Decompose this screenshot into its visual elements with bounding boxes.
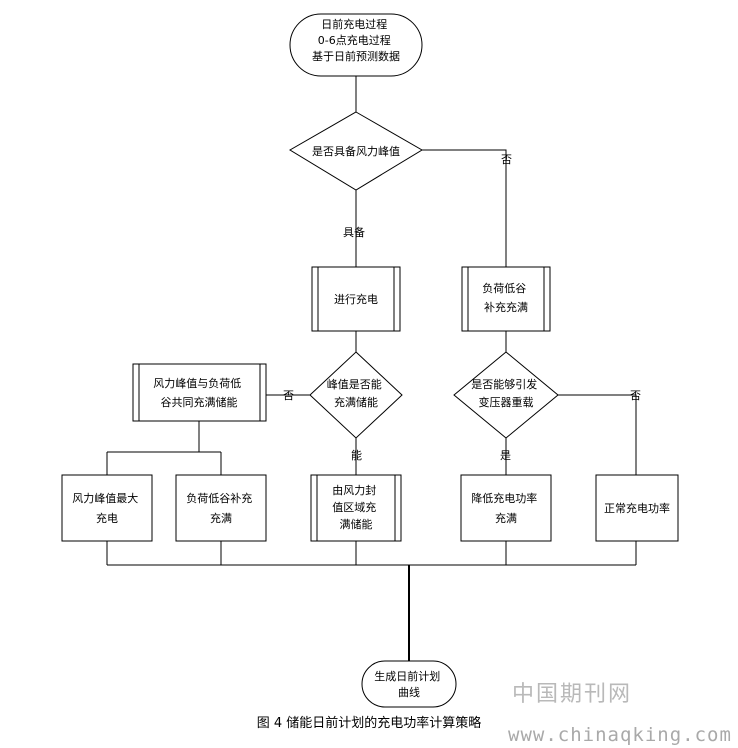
node-reduce xyxy=(460,474,552,542)
d1-label: 是否具备风力峰值 xyxy=(312,144,400,158)
reduce-label: 降低充电功率 充满 xyxy=(471,491,541,525)
figure-caption: 图 4 储能日前计划的充电功率计算策略 xyxy=(256,716,482,731)
edge-label-d1-yes: 具备 xyxy=(343,225,365,239)
valley-label: 负荷低谷 补充充满 xyxy=(482,281,530,314)
d3-label: 是否能够引发 变压器重载 xyxy=(471,377,541,409)
node-normal xyxy=(595,474,679,542)
edge-label-d2-yes: 能 xyxy=(351,448,362,462)
start-label: 日前充电过程 0-6点充电过程 基于日前预测数据 xyxy=(312,17,400,63)
node-combo xyxy=(132,363,267,422)
edge-label-d2-no: 否 xyxy=(283,389,294,402)
node-d1 xyxy=(289,111,423,191)
edge-d3-no xyxy=(558,394,637,475)
node-d2 xyxy=(309,351,403,439)
node-end xyxy=(361,660,457,708)
node-maxwind xyxy=(61,474,153,542)
edge-d1-no xyxy=(422,149,507,267)
combo-label: 风力峰值与负荷低 谷共同充满储能 xyxy=(153,376,245,409)
node-region xyxy=(310,474,402,542)
fillv-label: 负荷低谷补充 充满 xyxy=(186,491,256,525)
maxwind-label: 风力峰值最大 充电 xyxy=(72,491,142,525)
normal-label: 正常充电功率 xyxy=(604,501,670,515)
node-fillv xyxy=(175,474,267,542)
edge-label-d3-no: 否 xyxy=(630,389,641,402)
edge-label-d3-yes: 是 xyxy=(500,449,511,462)
node-charge xyxy=(311,266,401,332)
watermark-url: www.chinaqking.com xyxy=(508,724,732,746)
end-label: 生成日前计划 曲线 xyxy=(374,669,444,699)
watermark-cn: 中国期刊网 xyxy=(512,682,633,707)
d2-label: 峰值是否能 充满储能 xyxy=(327,377,386,409)
node-start xyxy=(289,13,423,77)
charge-label: 进行充电 xyxy=(334,292,378,306)
node-d3 xyxy=(453,351,559,439)
region-label: 由风力封 值区域充 满储能 xyxy=(332,483,380,531)
edge-label-d1-no: 否 xyxy=(501,153,512,166)
node-valley xyxy=(461,266,551,332)
